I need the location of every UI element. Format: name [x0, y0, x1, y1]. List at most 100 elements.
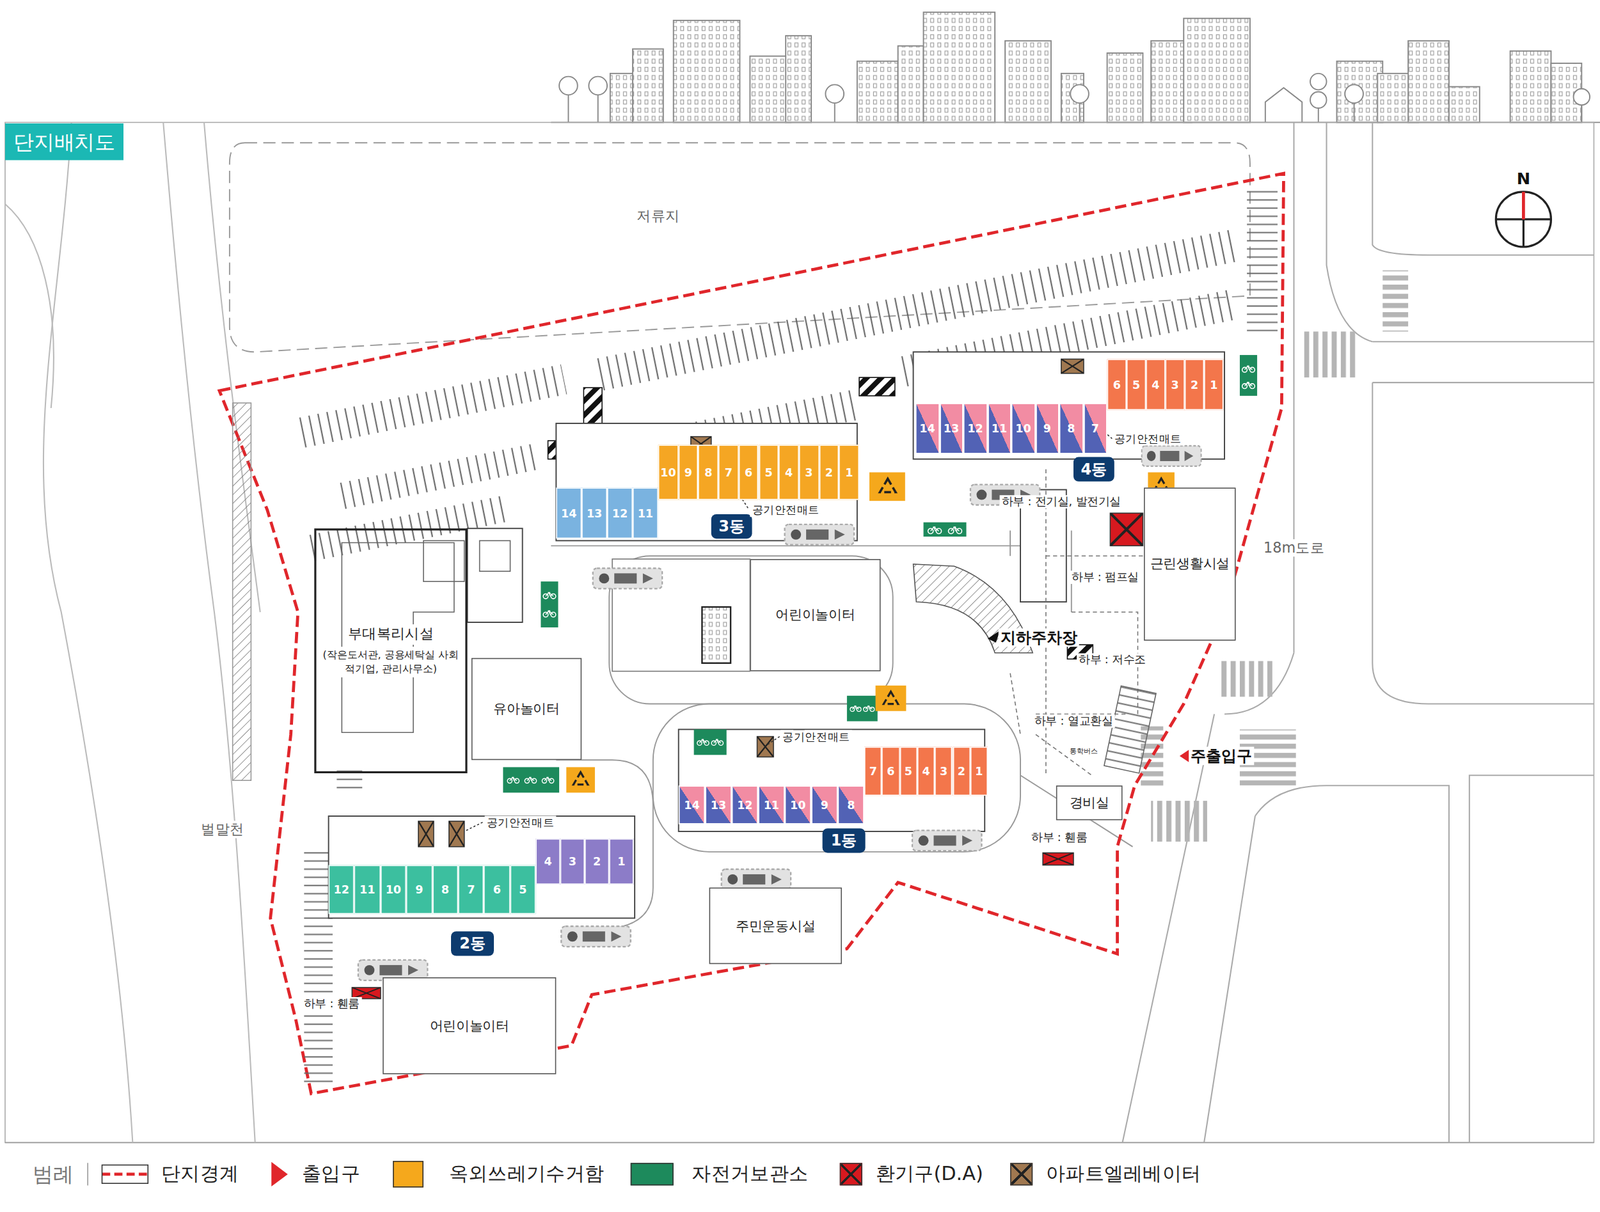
legend-text: 출입구: [301, 1161, 361, 1188]
node-label: 2동: [459, 934, 486, 954]
node-label: 8: [847, 798, 855, 812]
node-label: 10: [790, 798, 806, 812]
map-label: 벌말천: [198, 820, 246, 839]
unit-block: 4: [1145, 358, 1165, 411]
facility-box: 주민운동시설: [709, 887, 842, 965]
unit-block: 12: [607, 487, 633, 539]
unit-block: 1: [839, 444, 860, 500]
map-label: 공기안전매트: [749, 503, 822, 517]
node-label: 11: [991, 422, 1007, 436]
unit-block: 1: [970, 747, 989, 797]
node-label: 9: [1043, 422, 1052, 436]
unit-block: 14: [915, 403, 940, 455]
node-label: 5: [518, 882, 527, 897]
node-label: 4동: [1081, 459, 1108, 480]
unit-block: 11: [354, 865, 381, 915]
unit-block: 6: [738, 444, 759, 500]
node-label: 2: [1190, 378, 1199, 392]
legend-text: 자전거보관소: [691, 1161, 808, 1188]
unit-block: 3: [934, 747, 953, 797]
node-label: 8: [1067, 422, 1075, 436]
building-tag: 1동: [822, 828, 866, 853]
node-label: 3동: [718, 516, 745, 537]
node-label: 근린생활시설: [1150, 555, 1230, 574]
node-label: 13: [586, 506, 602, 521]
title-band: 단지배치도: [5, 123, 124, 160]
unit-block: 5: [1126, 358, 1146, 411]
map-label: 하부 : 휀룸: [301, 997, 363, 1011]
node-label: 1동: [831, 831, 858, 851]
unit-block: 6: [1107, 358, 1127, 411]
unit-block: 13: [939, 403, 963, 455]
node-label: 2: [593, 855, 601, 869]
map-label: 하부 : 펌프실: [1069, 570, 1141, 585]
facility-box: 유아놀이터: [471, 658, 582, 761]
node-label: 2: [957, 764, 966, 778]
unit-block: 3: [799, 444, 819, 500]
map-label: 공기안전매트: [484, 816, 557, 830]
unit-block: 9: [678, 444, 698, 500]
unit-block: 10: [1011, 403, 1036, 455]
node-label: 6: [493, 882, 501, 897]
map-label: 18m도로: [1261, 539, 1327, 557]
node-label: 7: [467, 882, 475, 897]
node-label: 11: [763, 798, 780, 812]
unit-block: 2: [818, 444, 839, 500]
unit-block: 2: [952, 747, 971, 797]
node-label: 7: [724, 465, 733, 480]
legend-heading: 범례: [30, 1162, 76, 1187]
node-label: 1: [974, 764, 983, 778]
unit-block: 11: [632, 487, 659, 539]
unit-block: 4: [917, 747, 936, 797]
unit-block: 12: [328, 865, 355, 915]
map-label: 하부 : 열교환실: [1032, 714, 1116, 729]
node-label: 6: [744, 465, 753, 480]
map-label: 하부 : 휀룸: [1029, 831, 1090, 845]
unit-block: 8: [838, 785, 865, 825]
facility-box: 경비실: [1056, 785, 1123, 821]
unit-block: 4: [535, 838, 560, 885]
unit-block: 3: [560, 838, 585, 885]
node-label: 부대복리시설: [346, 624, 436, 645]
unit-block: 2: [1184, 358, 1204, 411]
node-label: 7: [1091, 422, 1100, 436]
unit-block: 6: [484, 865, 510, 915]
node-label: 10: [1015, 422, 1031, 436]
node-label: 6: [886, 764, 895, 778]
unit-block: 14: [555, 487, 582, 539]
map-label: 저류지: [634, 207, 682, 226]
node-label: 3: [804, 465, 813, 480]
node-label: 3: [939, 764, 948, 778]
node-label: 4: [543, 855, 552, 869]
legend-swatch: [630, 1163, 674, 1186]
node-label: 어린이놀이터: [775, 605, 855, 625]
map-label: 공기안전매트: [780, 730, 853, 744]
unit-block: 5: [899, 747, 918, 797]
unit-block: 12: [731, 785, 759, 825]
map-label: 공기안전매트: [1112, 432, 1185, 446]
unit-block: 5: [758, 444, 779, 500]
unit-block: 11: [758, 785, 785, 825]
node-label: 13: [943, 422, 959, 436]
node-label: 5: [904, 764, 913, 778]
unit-block: 1: [1203, 358, 1224, 411]
node-label: 9: [415, 882, 423, 897]
unit-block: 6: [882, 747, 901, 797]
unit-block: 3: [1165, 358, 1185, 411]
node-label: 3: [1171, 378, 1180, 392]
node-label: 11: [637, 506, 654, 521]
map-label: 하부 : 저수조: [1076, 653, 1148, 667]
node-label: 주민운동시설: [735, 916, 816, 936]
unit-block: 9: [811, 785, 838, 825]
legend-swatch: [1010, 1163, 1033, 1186]
node-label: 1: [617, 855, 626, 869]
map-label: 하부 : 전기실, 발전기실: [999, 495, 1124, 509]
unit-block: 10: [784, 785, 812, 825]
node-label: 3: [568, 855, 577, 869]
node-label: 11: [359, 882, 375, 897]
legend-text: 환기구(D.A): [875, 1161, 984, 1188]
legend-text: 아파트엘레베이터: [1045, 1161, 1201, 1188]
building-tag: 2동: [451, 931, 494, 956]
legend-text: 단지경계: [161, 1161, 239, 1188]
